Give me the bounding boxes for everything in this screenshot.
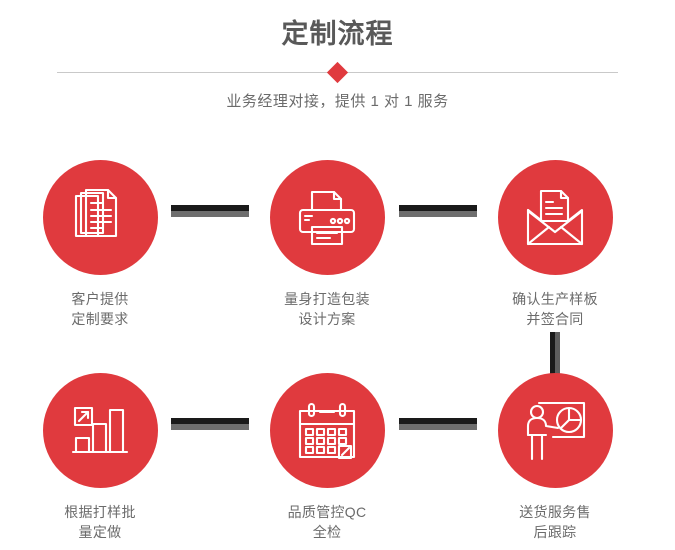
connector-step1-step2 — [171, 205, 249, 217]
flow-step-5[interactable]: 品质管控QC 全检 — [247, 373, 407, 542]
page-title: 定制流程 — [281, 19, 394, 49]
connector-bar-gray — [399, 211, 477, 217]
flow-step-4-circle — [42, 373, 158, 488]
flow-step-2[interactable]: 量身打造包装 设计方案 — [247, 160, 407, 329]
flow-step-4-label: 根据打样批 量定做 — [64, 504, 136, 540]
flow-step-3[interactable]: 确认生产样板 并签合同 — [475, 160, 635, 329]
flow-step-5-label: 品质管控QC 全检 — [287, 504, 367, 540]
flow-step-1-label: 客户提供 定制要求 — [71, 291, 129, 327]
connector-step3-step6 — [550, 332, 560, 376]
header-section: 定制流程 业务经理对接，提供 1 对 1 服务 — [0, 0, 675, 130]
connector-bar-dark — [171, 205, 249, 211]
connector-step5-step6 — [399, 418, 477, 430]
connector-bar-dark — [399, 205, 477, 211]
bar-chart-growth-icon — [71, 406, 129, 453]
connector-bar-dark — [171, 418, 249, 424]
connector-bar-gray — [171, 424, 249, 430]
connector-step4-step5 — [171, 418, 249, 430]
flow-step-6-circle — [497, 373, 613, 488]
flow-step-2-label: 量身打造包装 设计方案 — [284, 291, 370, 327]
presenter-piechart-icon — [526, 401, 586, 460]
connector-bar-dark — [399, 418, 477, 424]
flow-step-4[interactable]: 根据打样批 量定做 — [20, 373, 180, 542]
documents-stack-icon — [74, 188, 118, 237]
printer-icon — [298, 190, 356, 245]
connector-bar-gray — [555, 332, 560, 376]
flow-step-5-circle — [269, 373, 385, 488]
flow-step-1[interactable]: 客户提供 定制要求 — [20, 160, 180, 329]
flow-step-6-label: 送货服务售 后跟踪 — [519, 504, 591, 540]
connector-bar-gray — [171, 211, 249, 217]
title-divider — [57, 61, 618, 83]
flow-step-6[interactable]: 送货服务售 后跟踪 — [475, 373, 635, 542]
flow-step-3-label: 确认生产样板 并签合同 — [512, 291, 598, 327]
connector-bar-gray — [399, 424, 477, 430]
page-subtitle: 业务经理对接，提供 1 对 1 服务 — [226, 93, 449, 110]
flow-step-2-circle — [269, 160, 385, 275]
flow-step-3-circle — [497, 160, 613, 275]
calendar-check-icon — [298, 402, 356, 459]
flow-step-1-circle — [42, 160, 158, 275]
envelope-document-icon — [526, 189, 584, 245]
connector-step2-step3 — [399, 205, 477, 217]
connector-bar-dark — [550, 332, 555, 376]
